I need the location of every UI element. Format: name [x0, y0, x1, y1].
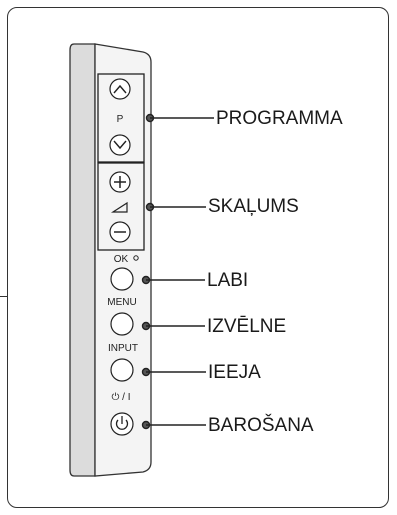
plus-icon — [109, 171, 131, 193]
label-ieeja: IEEJA — [208, 362, 261, 383]
volume-group-box — [97, 162, 145, 251]
programma-group-box — [97, 73, 145, 163]
volume-wedge-icon — [110, 201, 128, 213]
input-caption: INPUT — [108, 343, 138, 354]
leader-barosana — [141, 420, 206, 430]
label-labi: LABI — [207, 270, 249, 291]
panel-bezel — [69, 43, 96, 477]
menu-caption: MENU — [107, 297, 136, 308]
label-izvelne: IZVĒLNE — [207, 316, 287, 337]
leader-izvelne — [141, 321, 205, 331]
power-caption: ⏻ / I — [111, 392, 130, 403]
menu-button-shape — [110, 312, 134, 336]
label-programma: PROGRAMMA — [216, 108, 343, 129]
power-icon — [110, 412, 134, 436]
panel-body — [94, 43, 152, 477]
p-caption: P — [117, 114, 124, 125]
ok-caption: OK — [114, 254, 129, 265]
ok-dot-icon — [133, 255, 139, 261]
leader-ieeja — [141, 367, 206, 377]
input-button-shape — [110, 358, 134, 382]
minus-icon — [109, 221, 131, 243]
label-barosana: BAROŠANA — [208, 415, 314, 436]
leader-programma — [145, 113, 214, 123]
ok-button-shape — [110, 267, 134, 291]
label-skalums: SKAĻUMS — [208, 196, 299, 217]
leader-skalums — [145, 202, 206, 212]
left-edge-tick — [0, 296, 8, 297]
chevron-up-icon — [109, 78, 131, 100]
chevron-down-icon — [109, 134, 131, 156]
leader-labi — [141, 275, 205, 285]
